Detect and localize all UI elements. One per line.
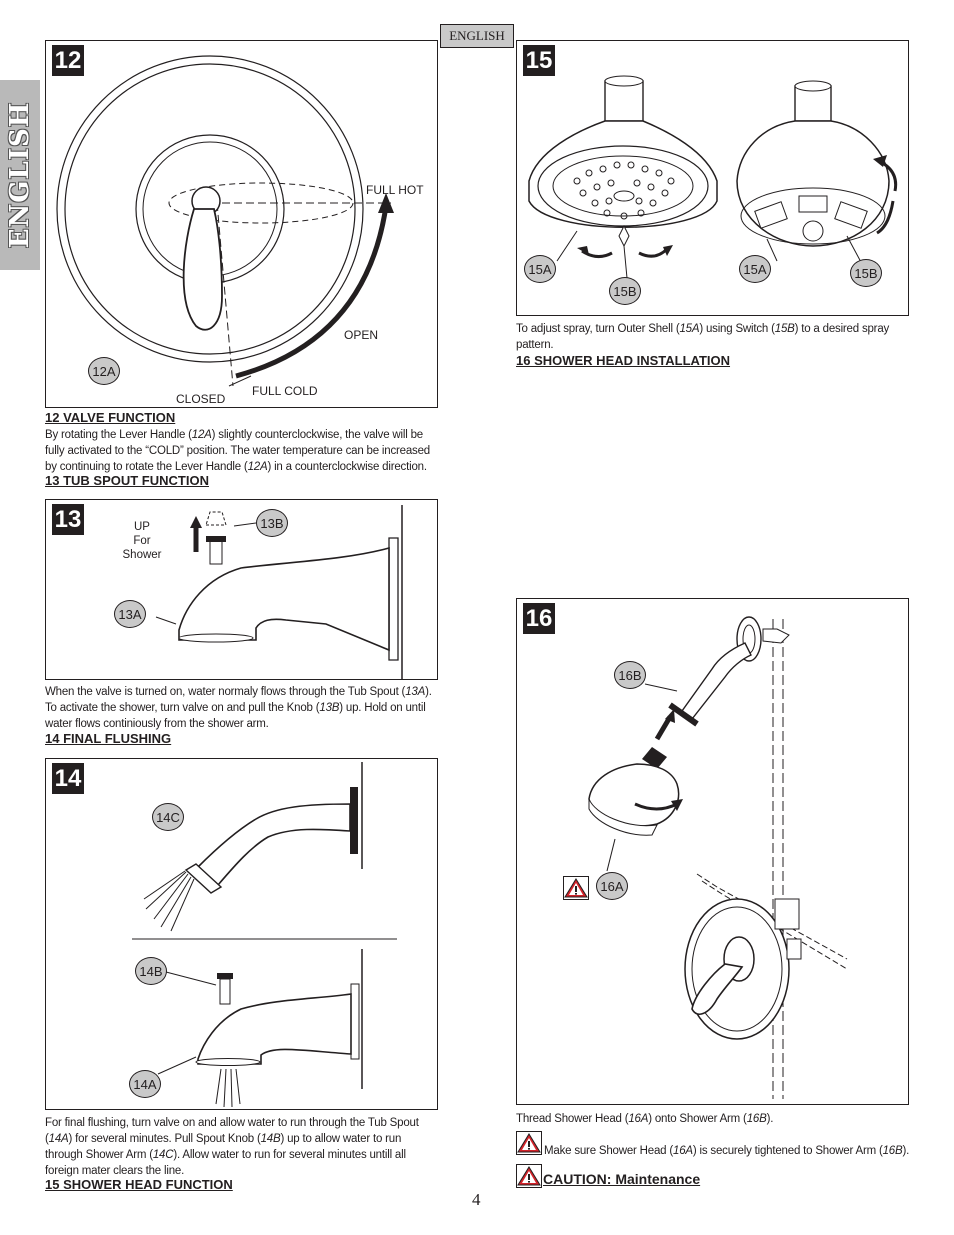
callout-14b: 14B bbox=[135, 957, 167, 985]
section-14-heading: 14 FINAL FLUSHING bbox=[45, 731, 172, 746]
callout-15b-left: 15B bbox=[609, 277, 641, 305]
figure-number-16: 16 bbox=[523, 603, 555, 634]
figure-16-panel: 16 16B 16A bbox=[516, 598, 909, 1105]
section-12-text: By rotating the Lever Handle (12A) sligh… bbox=[45, 429, 430, 473]
page-number: 4 bbox=[472, 1190, 481, 1209]
figure-number-14: 14 bbox=[52, 763, 84, 794]
section-16-text-tighten: Make sure Shower Head (16A) is securely … bbox=[544, 1145, 910, 1157]
callout-15a-left: 15A bbox=[524, 255, 556, 283]
warning-icon bbox=[516, 1164, 542, 1188]
figure-number-13: 13 bbox=[52, 504, 84, 535]
figure-12-panel: 12 12A FULL HOT OPEN FULL COLD CLOSED bbox=[45, 40, 438, 408]
section-14-text: For final flushing, turn valve on and al… bbox=[45, 1117, 419, 1177]
section-12-heading: 12 VALVE FUNCTION bbox=[45, 410, 176, 425]
callout-13b: 13B bbox=[256, 509, 288, 537]
language-tab: ENGLISH bbox=[440, 24, 514, 48]
label-full-hot: FULL HOT bbox=[366, 183, 424, 197]
figure-14-panel: 14 14C 14B 14A bbox=[45, 758, 438, 1110]
final-flushing-illustration bbox=[132, 762, 397, 1108]
valve-trim-illustration bbox=[56, 55, 394, 387]
section-13-heading: 13 TUB SPOUT FUNCTION bbox=[45, 473, 209, 488]
section-13-text: When the valve is turned on, water norma… bbox=[45, 686, 432, 730]
section-15-text: To adjust spray, turn Outer Shell (15A) … bbox=[516, 323, 890, 351]
side-language-tab: ENGLISH bbox=[0, 80, 40, 270]
shower-head-function-illustration bbox=[528, 75, 898, 279]
warning-icon bbox=[563, 876, 589, 900]
label-closed: CLOSED bbox=[176, 392, 226, 406]
label-open: OPEN bbox=[344, 328, 379, 342]
callout-13a: 13A bbox=[114, 600, 146, 628]
callout-14c: 14C bbox=[152, 803, 184, 831]
tub-spout-illustration bbox=[155, 505, 403, 679]
callout-16a: 16A bbox=[596, 872, 628, 900]
callout-14a: 14A bbox=[129, 1070, 161, 1098]
callout-12a: 12A bbox=[88, 357, 120, 385]
section-16-heading: 16 SHOWER HEAD INSTALLATION bbox=[516, 353, 731, 368]
shower-head-installation-illustration bbox=[588, 616, 848, 1099]
section-15-heading: 15 SHOWER HEAD FUNCTION bbox=[45, 1177, 233, 1192]
section-16-text-thread: Thread Shower Head (16A) onto Shower Arm… bbox=[516, 1113, 774, 1125]
figure-15-panel: 15 15A 15B 15A 15B bbox=[516, 40, 909, 316]
side-tab-label: ENGLISH bbox=[5, 101, 35, 249]
warning-icon bbox=[516, 1131, 542, 1155]
callout-15a-right: 15A bbox=[739, 255, 771, 283]
callout-16b: 16B bbox=[614, 661, 646, 689]
label-full-cold: FULL COLD bbox=[252, 384, 318, 398]
callout-15b-right: 15B bbox=[850, 259, 882, 287]
caution-heading: CAUTION: Maintenance bbox=[543, 1171, 701, 1187]
figure-number-12: 12 bbox=[52, 45, 84, 76]
figure-number-15: 15 bbox=[523, 45, 555, 76]
